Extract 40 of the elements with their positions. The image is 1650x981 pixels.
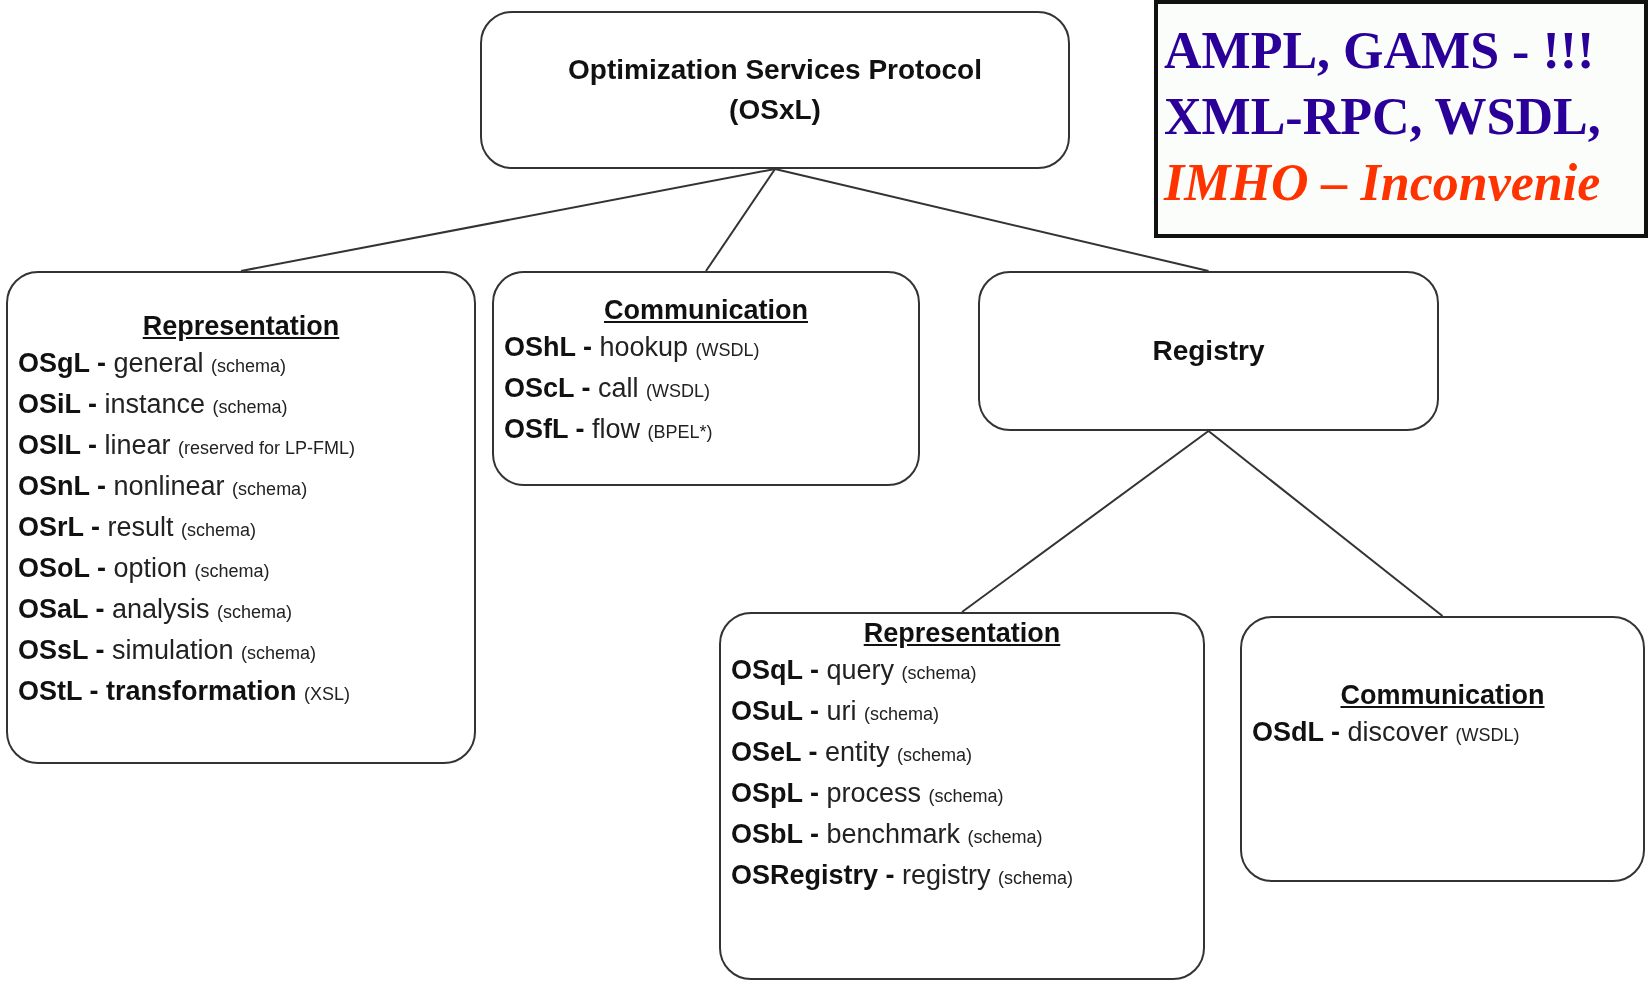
note-text: IMHO – Inconvenie [1164, 153, 1601, 213]
language-item: OSrL - result (schema) [18, 511, 257, 544]
note-text: XML-RPC, WSDL, [1164, 87, 1601, 147]
language-item: OSoL - option (schema) [18, 552, 270, 585]
connector-line [705, 168, 776, 272]
box-title: Registry [1151, 334, 1266, 368]
language-item: OSbL - benchmark (schema) [731, 818, 1043, 851]
connector-line [774, 168, 1210, 272]
language-item: OSfL - flow (BPEL*) [504, 413, 713, 446]
language-item: OSsL - simulation (schema) [18, 634, 317, 667]
language-item: OStL - transformation (XSL) [18, 675, 351, 708]
connector-line [1207, 430, 1444, 617]
note-box [1154, 0, 1648, 238]
language-item: OShL - hookup (WSDL) [504, 331, 760, 364]
rounded-box [719, 612, 1205, 980]
language-item: OSgL - general (schema) [18, 347, 287, 380]
language-item: OSlL - linear (reserved for LP-FML) [18, 429, 356, 462]
rounded-box [492, 271, 920, 486]
note-text: AMPL, GAMS - !!! [1164, 21, 1595, 81]
language-item: OSpL - process (schema) [731, 777, 1004, 810]
connector-line [961, 430, 1210, 613]
section-heading: Representation [142, 311, 340, 342]
section-heading: Representation [863, 618, 1061, 649]
language-item: OSeL - entity (schema) [731, 736, 973, 769]
section-heading: Communication [604, 295, 808, 326]
language-item: OSuL - uri (schema) [731, 695, 940, 728]
rounded-box [6, 271, 476, 764]
language-item: OSqL - query (schema) [731, 654, 977, 687]
rounded-box [1240, 616, 1645, 882]
connector-line [240, 168, 776, 272]
box-title: Optimization Services Protocol (OSxL) [567, 53, 983, 127]
rounded-box [480, 11, 1070, 169]
section-heading: Communication [1340, 680, 1545, 711]
language-item: OSRegistry - registry (schema) [731, 859, 1074, 892]
language-item: OScL - call (WSDL) [504, 372, 711, 405]
language-item: OSaL - analysis (schema) [18, 593, 293, 626]
language-item: OSnL - nonlinear (schema) [18, 470, 308, 503]
language-item: OSdL - discover (WSDL) [1252, 716, 1520, 749]
rounded-box [978, 271, 1439, 431]
language-item: OSiL - instance (schema) [18, 388, 288, 421]
